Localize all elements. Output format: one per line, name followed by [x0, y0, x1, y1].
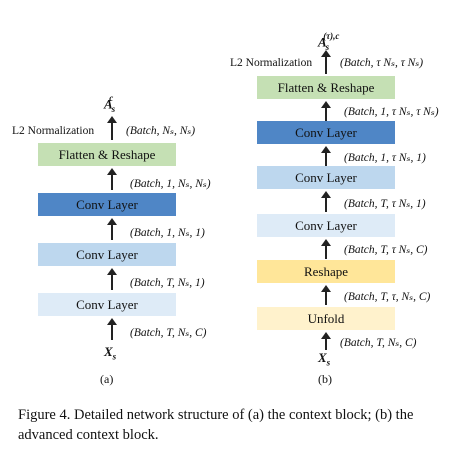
dims-label: (Batch, T, τ, Nₛ, C): [344, 291, 431, 303]
arrow-up: [321, 285, 331, 305]
figure-caption: Figure 4. Detailed network structure of …: [18, 407, 414, 443]
arrow-up: [107, 218, 117, 240]
layer-label: Conv Layer: [295, 169, 357, 185]
arrow-up: [107, 168, 117, 190]
dims-label: (Batch, 1, τ Nₛ, τ Nₛ): [344, 106, 439, 118]
arrow-up: [321, 239, 331, 259]
layer-label: Conv Layer: [295, 124, 357, 140]
arrow-up: [321, 332, 331, 350]
arrow-up: [107, 116, 117, 140]
layer-conv-b-3: Conv Layer: [257, 214, 395, 237]
dims-label: (Batch, T, Nₛ, C): [130, 327, 207, 339]
arrow-up: [321, 101, 331, 121]
output-symbol-b: As(τ),c: [318, 31, 340, 52]
dims-label: (Batch, 1, τ Nₛ, 1): [344, 152, 426, 164]
dims-label: (Batch, 1, Nₛ, 1): [130, 227, 205, 239]
layer-unfold-b: Unfold: [257, 307, 395, 330]
layer-label: Conv Layer: [76, 296, 138, 312]
arrow-up: [321, 146, 331, 166]
input-symbol-a: Xs: [104, 344, 117, 362]
layer-label: Reshape: [303, 263, 349, 279]
arrow-up: [107, 318, 117, 340]
panel-label-b: (b): [318, 372, 332, 386]
output-symbol-a: Asc: [104, 93, 116, 114]
dims-label: (Batch, T, Nₛ, 1): [130, 277, 205, 289]
layer-label: Conv Layer: [76, 196, 138, 212]
layer-label: Conv Layer: [76, 246, 138, 262]
layer-conv-a-2: Conv Layer: [38, 243, 176, 266]
dims-label: (Batch, τ Nₛ, τ Nₛ): [340, 57, 424, 69]
dims-label: (Batch, Nₛ, Nₛ): [126, 125, 196, 137]
dims-label: (Batch, T, Nₛ, C): [340, 337, 417, 349]
layer-flatten-reshape-a: Flatten & Reshape: [38, 143, 176, 166]
arrow-up: [321, 191, 331, 212]
layer-label: Flatten & Reshape: [58, 146, 156, 162]
arrow-up: [107, 268, 117, 290]
layer-conv-b-2: Conv Layer: [257, 166, 395, 189]
l2-normalization-label-b: L2 Normalization: [230, 57, 313, 69]
dims-label: (Batch, T, τ Nₛ, C): [344, 244, 428, 256]
l2-normalization-label-a: L2 Normalization: [12, 125, 95, 137]
dims-label: (Batch, 1, Nₛ, Nₛ): [130, 178, 211, 190]
arrow-up: [321, 50, 331, 74]
layer-label: Conv Layer: [295, 217, 357, 233]
layer-conv-b-1: Conv Layer: [257, 121, 395, 144]
layer-conv-a-3: Conv Layer: [38, 293, 176, 316]
dims-label: (Batch, T, τ Nₛ, 1): [344, 198, 426, 210]
input-symbol-b: Xs: [318, 350, 331, 368]
layer-flatten-reshape-b: Flatten & Reshape: [257, 76, 395, 99]
layer-label: Unfold: [307, 310, 345, 326]
layer-reshape-b: Reshape: [257, 260, 395, 283]
layer-conv-a-1: Conv Layer: [38, 193, 176, 216]
panel-label-a: (a): [100, 372, 114, 386]
layer-label: Flatten & Reshape: [277, 79, 375, 95]
